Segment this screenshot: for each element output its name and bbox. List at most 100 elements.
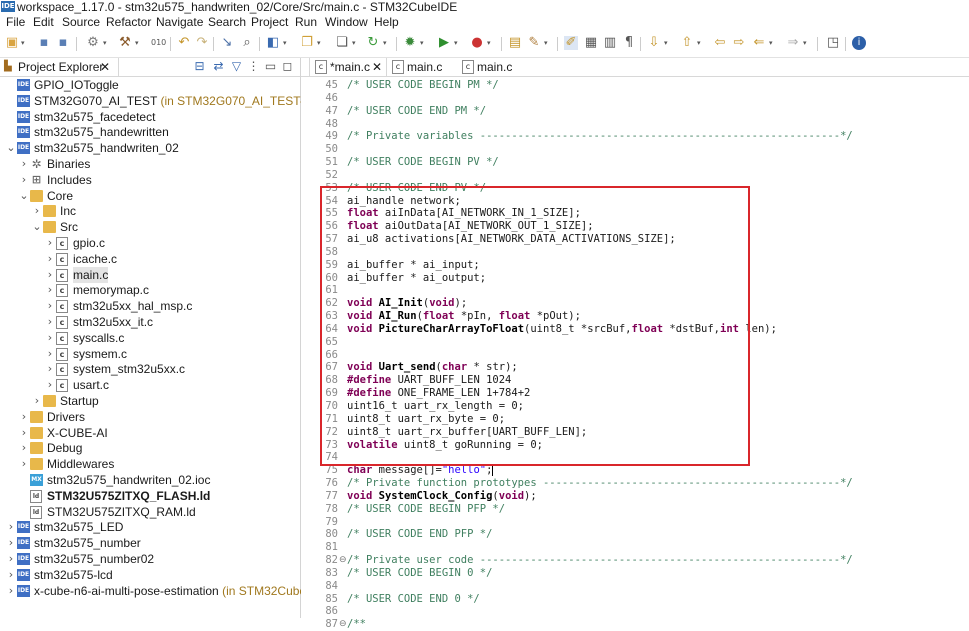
close-icon[interactable]: ✕ bbox=[100, 60, 111, 74]
code-line[interactable]: 51/* USER CODE BEGIN PV */ bbox=[301, 156, 969, 169]
debug-icon[interactable]: ✹ bbox=[404, 35, 416, 50]
menu-refactor[interactable]: Refactor bbox=[106, 15, 152, 29]
menu-project[interactable]: Project bbox=[251, 15, 289, 29]
chevron-right-icon[interactable]: › bbox=[47, 362, 53, 376]
new-file-icon[interactable]: ❏ bbox=[336, 35, 348, 50]
chevron-down-icon[interactable]: ⌄ bbox=[32, 220, 42, 234]
chevron-right-icon[interactable]: › bbox=[8, 567, 14, 581]
code-line[interactable]: 82⊖/* Private user code ----------------… bbox=[301, 554, 969, 567]
prev-annotation-dropdown-icon[interactable]: ▾ bbox=[697, 39, 701, 47]
chevron-down-icon[interactable]: ⌄ bbox=[19, 188, 29, 202]
code-line[interactable]: 85/* USER CODE END 0 */ bbox=[301, 593, 969, 606]
menu-run[interactable]: Run bbox=[295, 15, 318, 29]
tree-item[interactable]: ›Drivers bbox=[0, 409, 300, 425]
menu-navigate[interactable]: Navigate bbox=[156, 15, 204, 29]
tree-item[interactable]: ›✲Binaries bbox=[0, 156, 300, 172]
new-project-icon[interactable]: ◧ bbox=[266, 35, 280, 50]
external-tools-icon[interactable]: ● bbox=[471, 35, 483, 50]
skip-icon[interactable]: ↘ bbox=[221, 35, 233, 50]
chevron-right-icon[interactable]: › bbox=[47, 299, 53, 313]
run-icon[interactable]: ▶ bbox=[439, 35, 449, 50]
run-dropdown-icon[interactable]: ▾ bbox=[454, 39, 458, 47]
build-settings-dropdown-icon[interactable]: ▾ bbox=[103, 39, 107, 47]
chevron-right-icon[interactable]: › bbox=[34, 204, 40, 218]
chevron-right-icon[interactable]: › bbox=[21, 441, 27, 455]
chevron-right-icon[interactable]: › bbox=[21, 157, 27, 170]
menu-help[interactable]: Help bbox=[374, 15, 399, 29]
chevron-right-icon[interactable]: › bbox=[21, 425, 27, 439]
code-line[interactable]: 48 bbox=[301, 118, 969, 131]
code-line[interactable]: 86 bbox=[301, 605, 969, 618]
link-editor-icon[interactable]: ⇄ bbox=[213, 59, 224, 73]
code-line[interactable]: 74 bbox=[301, 451, 969, 464]
prev-annotation-icon[interactable]: ⇧ bbox=[681, 35, 693, 50]
code-line[interactable]: 52 bbox=[301, 169, 969, 182]
tab-project-explorer[interactable]: ▙ Project Explorer ✕ bbox=[0, 58, 119, 76]
code-line[interactable]: 45/* USER CODE BEGIN PM */ bbox=[301, 79, 969, 92]
next-annotation-icon[interactable]: ⇩ bbox=[648, 35, 660, 50]
code-line[interactable]: 76/* Private function prototypes -------… bbox=[301, 477, 969, 490]
debug-dropdown-icon[interactable]: ▾ bbox=[420, 39, 424, 47]
chevron-right-icon[interactable]: › bbox=[21, 172, 27, 186]
collapse-icon[interactable]: ▥ bbox=[603, 35, 617, 50]
tree-item[interactable]: ›Debug bbox=[0, 440, 300, 456]
code-line[interactable]: 58 bbox=[301, 246, 969, 259]
chevron-right-icon[interactable]: › bbox=[8, 536, 14, 550]
open-dropdown-icon[interactable]: ▾ bbox=[317, 39, 321, 47]
refresh-dropdown-icon[interactable]: ▾ bbox=[383, 39, 387, 47]
marker-icon[interactable]: ✎ bbox=[528, 35, 540, 50]
fold-toggle-icon[interactable]: ⊖ bbox=[339, 555, 347, 566]
open-task-icon[interactable]: ▤ bbox=[508, 35, 522, 50]
code-line[interactable]: 84 bbox=[301, 580, 969, 593]
code-line[interactable]: 46 bbox=[301, 92, 969, 105]
build-icon[interactable]: ⚒ bbox=[119, 35, 131, 50]
tree-item[interactable]: ›Middlewares bbox=[0, 456, 300, 472]
menu-file[interactable]: File bbox=[6, 15, 26, 29]
chevron-right-icon[interactable]: › bbox=[8, 520, 14, 534]
code-line[interactable]: 87⊖/** bbox=[301, 618, 969, 631]
fold-toggle-icon[interactable]: ⊖ bbox=[339, 619, 347, 630]
new-icon[interactable]: ▣ bbox=[5, 35, 19, 50]
menu-window[interactable]: Window bbox=[325, 15, 368, 29]
chevron-right-icon[interactable]: › bbox=[47, 330, 53, 344]
chevron-right-icon[interactable]: › bbox=[47, 251, 53, 265]
marker-dropdown-icon[interactable]: ▾ bbox=[544, 39, 548, 47]
tree-item[interactable]: ›X-CUBE-AI bbox=[0, 425, 300, 441]
open-icon[interactable]: ❐ bbox=[301, 35, 313, 50]
chevron-right-icon[interactable]: › bbox=[21, 409, 27, 423]
chevron-right-icon[interactable]: › bbox=[8, 583, 14, 597]
chevron-down-icon[interactable]: ⌄ bbox=[6, 141, 16, 155]
menu-edit[interactable]: Edit bbox=[33, 15, 54, 29]
next-annotation-dropdown-icon[interactable]: ▾ bbox=[664, 39, 668, 47]
code-line[interactable]: 83/* USER CODE BEGIN 0 */ bbox=[301, 567, 969, 580]
collapse-all-icon[interactable]: ⊟ bbox=[194, 59, 205, 73]
chevron-right-icon[interactable]: › bbox=[8, 552, 14, 565]
view-menu-icon[interactable]: ⋮ bbox=[247, 59, 260, 73]
code-line[interactable]: 65 bbox=[301, 336, 969, 349]
code-line[interactable]: 68#define UART_BUFF_LEN 1024 bbox=[301, 374, 969, 387]
